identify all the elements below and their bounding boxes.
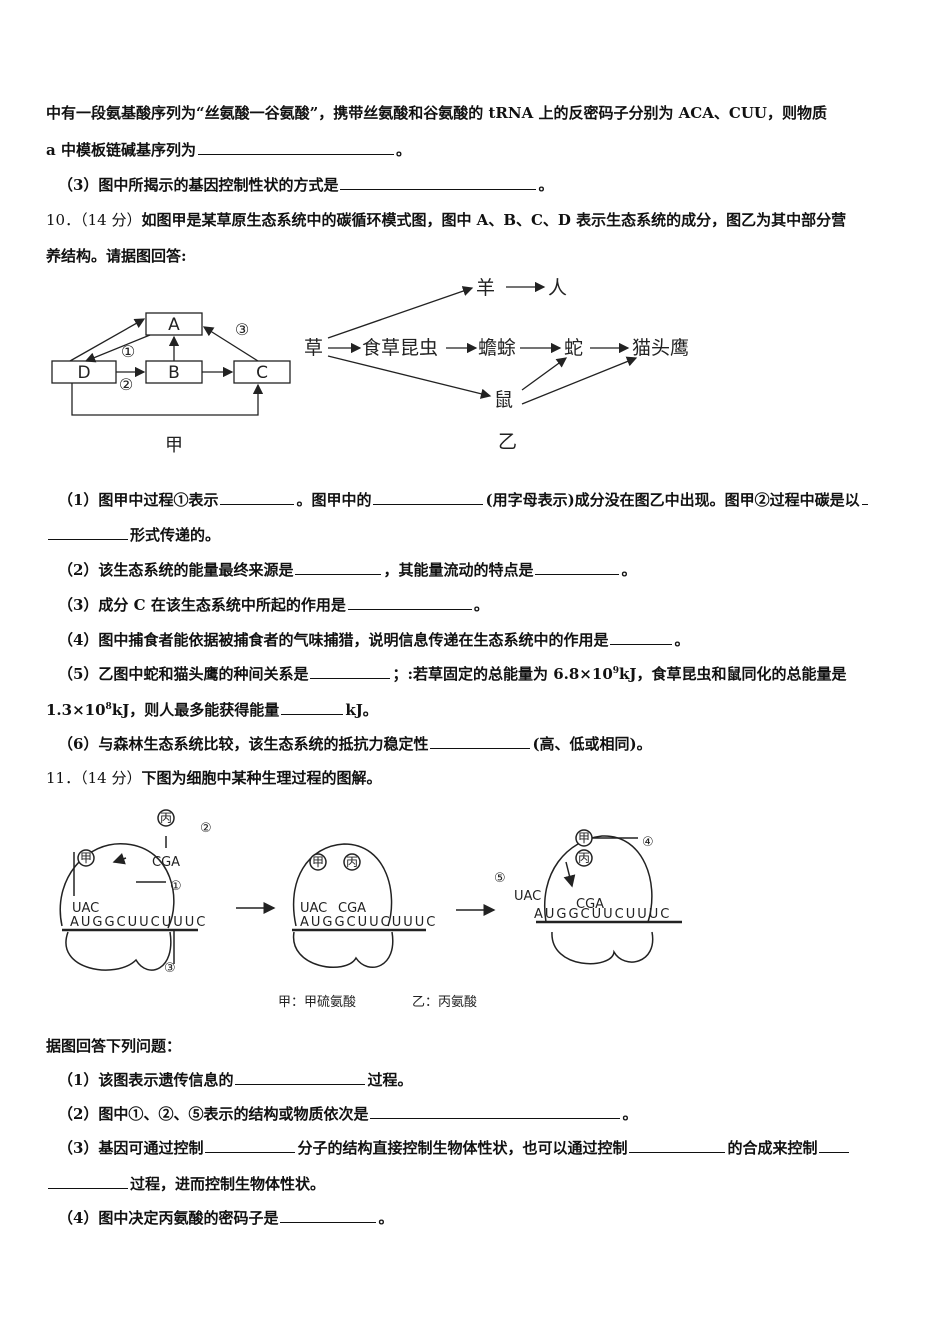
answer-blank[interactable] [629,1138,726,1153]
answer-blank[interactable] [430,734,531,749]
q11-intro: 据图回答下列问题： [46,1037,182,1055]
amino-jia-label: 甲 [80,851,92,865]
node-snake: 蛇 [564,337,583,359]
label-d: D [77,363,90,383]
answer-blank[interactable] [235,1070,366,1085]
answer-blank[interactable] [347,595,472,610]
amino-jia-label-3: 甲 [578,831,590,845]
q10-part6: （6）与森林生态系统比较，该生态系统的抵抗力稳定性(高、低或相同)。 [58,734,652,753]
carbon-cycle-diagram: A D B C ① ② ③ 甲 [51,312,291,456]
amino-jia-label-2: 甲 [312,855,324,869]
answer-blank[interactable] [295,560,382,575]
q11-part3: （3）基因可通过控制分子的结构直接控制生物体性状，也可以通过控制的合成来控制 [58,1138,910,1158]
label-1: ① [170,879,182,894]
label-b: B [168,363,180,383]
legend-yi: 乙：丙氨酸 [412,995,477,1010]
answer-blank[interactable] [48,1174,128,1189]
q11-part1: （1）该图表示遗传信息的过程。 [58,1070,413,1089]
node-insect: 食草昆虫 [362,337,438,359]
answer-blank[interactable] [373,490,484,505]
anticodon-cga-3: CGA [576,897,604,912]
q10-stem-2: 养结构。请据图回答: [46,247,187,265]
figure-caption-jia: 甲 [165,435,183,456]
answer-blank[interactable] [281,700,344,715]
q11-part2: （2）图中①、②、⑤表示的结构或物质依次是。 [58,1104,638,1123]
answer-blank[interactable] [861,490,868,505]
box-c [233,360,291,384]
q10-part2: （2）该生态系统的能量最终来源是，其能量流动的特点是。 [58,560,637,579]
label-3: ③ [164,961,176,976]
label-2: ② [200,821,212,836]
answer-blank[interactable] [205,1138,296,1153]
label-a: A [168,315,180,335]
q11-part3-cont: 过程，进而控制生物体性状。 [46,1174,910,1194]
node-grass: 草 [304,337,323,359]
node-human: 人 [548,277,567,299]
amino-bing-label-2: 丙 [346,855,358,869]
amino-bing-label: 丙 [160,811,172,825]
label-5: ⑤ [494,871,506,886]
label-4: ④ [642,835,654,850]
node-sheep: 羊 [476,277,495,299]
q10-part5: （5）乙图中蛇和猫头鹰的种间关系是；:若草固定的总能量为 6.8×109kJ，食… [58,664,847,683]
anticodon-uac-2: UAC [300,901,327,916]
q9-line1: 中有一段氨基酸序列为“丝氨酸一谷氨酸”，携带丝氨酸和谷氨酸的 tRNA 上的反密… [46,104,827,122]
amino-bing-label-3: 丙 [578,851,590,865]
anticodon-cga-2: CGA [338,901,366,916]
anticodon-cga: CGA [152,855,180,870]
node-toad: 蟾蜍 [478,337,516,359]
food-web-diagram: 草 食草昆虫 蟾蜍 蛇 猫头鹰 羊 人 鼠 乙 [304,277,689,453]
anticodon-uac: UAC [72,901,99,916]
answer-blank[interactable] [370,1104,621,1119]
answer-blank[interactable] [197,140,394,155]
answer-blank[interactable] [535,560,620,575]
q10-part1-cont: 形式传递的。 [46,525,910,545]
translation-diagram: 甲 丙 甲 丙 甲 丙 ② ① ③ ④ ⑤ UAC CGA UAC CGA UA… [59,809,682,1010]
node-rat: 鼠 [494,389,513,411]
node-owl: 猫头鹰 [632,337,689,359]
mrna-sequence-1: AUGGCUUCUUUC [70,915,207,930]
q10-part1: （1）图甲中过程①表示。图甲中的(用字母表示)成分没在图乙中出现。图甲②过程中碳… [58,490,910,510]
legend-jia: 甲：甲硫氨酸 [278,995,356,1010]
q9-line2: a 中模板链碱基序列为。 [46,140,411,159]
q10-part3: （3）成分 C 在该生态系统中所起的作用是。 [58,595,489,614]
process-3-label: ③ [235,320,249,339]
label-c: C [256,363,268,383]
q11-part4: （4）图中决定丙氨酸的密码子是。 [58,1208,394,1227]
process-2-label: ② [119,375,133,394]
q11-stem: 11．（14 分）下图为细胞中某种生理过程的图解。 [46,769,382,787]
process-1-label: ① [121,342,135,361]
answer-blank[interactable] [819,1138,850,1153]
answer-blank[interactable] [340,175,537,190]
mrna-sequence-3: AUGGCUUCUUUC [534,907,671,922]
q10-stem: 10．（14 分）如图甲是某草原生态系统中的碳循环模式图，图中 A、B、C、D … [46,211,847,229]
q9-line3: （3）图中所揭示的基因控制性状的方式是。 [58,175,554,194]
answer-blank[interactable] [48,525,128,540]
figure-caption-yi: 乙 [498,431,517,453]
answer-blank[interactable] [280,1208,377,1223]
answer-blank[interactable] [610,630,673,645]
box-a [145,312,203,336]
anticodon-uac-3: UAC [514,889,541,904]
answer-blank[interactable] [220,490,295,505]
q10-part4: （4）图中捕食者能依据被捕食者的气味捕猎，说明信息传递在生态系统中的作用是。 [58,630,690,649]
mrna-sequence-2: AUGGCUUCUUUC [300,915,437,930]
answer-blank[interactable] [310,664,391,679]
